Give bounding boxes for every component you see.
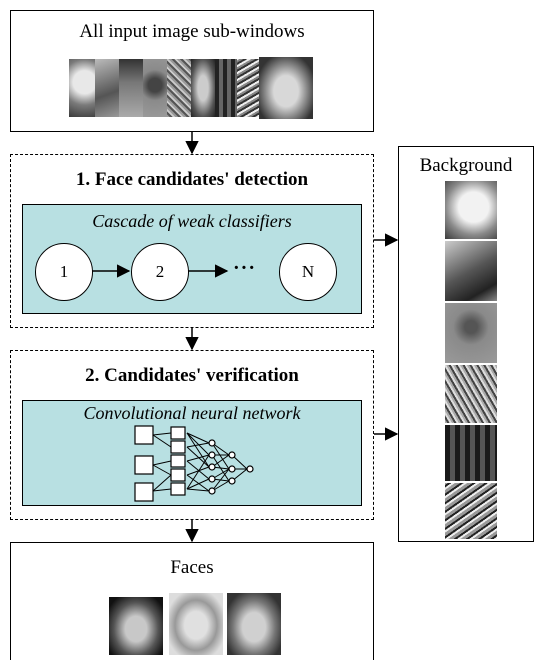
background-title: Background: [419, 155, 513, 176]
faces-box: Faces: [10, 542, 374, 660]
clock-thumbnail: [69, 59, 95, 117]
input-box-title: All input image sub-windows: [79, 21, 305, 42]
face-image: [169, 593, 223, 655]
stage2-title: 2. Candidates' verification: [85, 365, 299, 386]
texture-thumbnail: [95, 59, 119, 117]
building-thumbnail: [215, 59, 237, 117]
building-thumbnail: [445, 425, 497, 481]
face-thumbnail: [119, 59, 143, 117]
classifier-node-n: N: [279, 243, 337, 301]
classifier-node-1: 1: [35, 243, 93, 301]
cnn-box: Convolutional neural network: [22, 400, 362, 506]
cascade-classifier-box: Cascade of weak classifiers 1 2 ··· N: [22, 204, 362, 314]
face-thumbnail: [259, 57, 313, 119]
cnn-title: Convolutional neural network: [83, 403, 301, 423]
input-thumbnails: [69, 57, 315, 121]
clock-thumbnail: [445, 181, 497, 239]
noise-thumbnail: [445, 483, 497, 539]
cascade-ellipsis: ···: [233, 257, 257, 279]
cascade-title: Cascade of weak classifiers: [92, 211, 292, 231]
faces-title: Faces: [170, 557, 214, 578]
classifier-node-2: 2: [131, 243, 189, 301]
noise-thumbnail: [167, 59, 191, 117]
noise-thumbnail: [237, 59, 259, 117]
noise-thumbnail: [445, 365, 497, 423]
neural-network-diagram: [134, 425, 254, 502]
background-box: Background: [398, 146, 534, 542]
texture-thumbnail: [445, 241, 497, 301]
blur-thumbnail: [143, 59, 167, 117]
stage1-title: 1. Face candidates' detection: [75, 169, 309, 190]
face-thumbnail: [191, 59, 215, 117]
face-image: [109, 597, 163, 655]
blur-thumbnail: [445, 303, 497, 363]
input-subwindows-box: All input image sub-windows: [10, 10, 374, 132]
face-image: [227, 593, 281, 655]
